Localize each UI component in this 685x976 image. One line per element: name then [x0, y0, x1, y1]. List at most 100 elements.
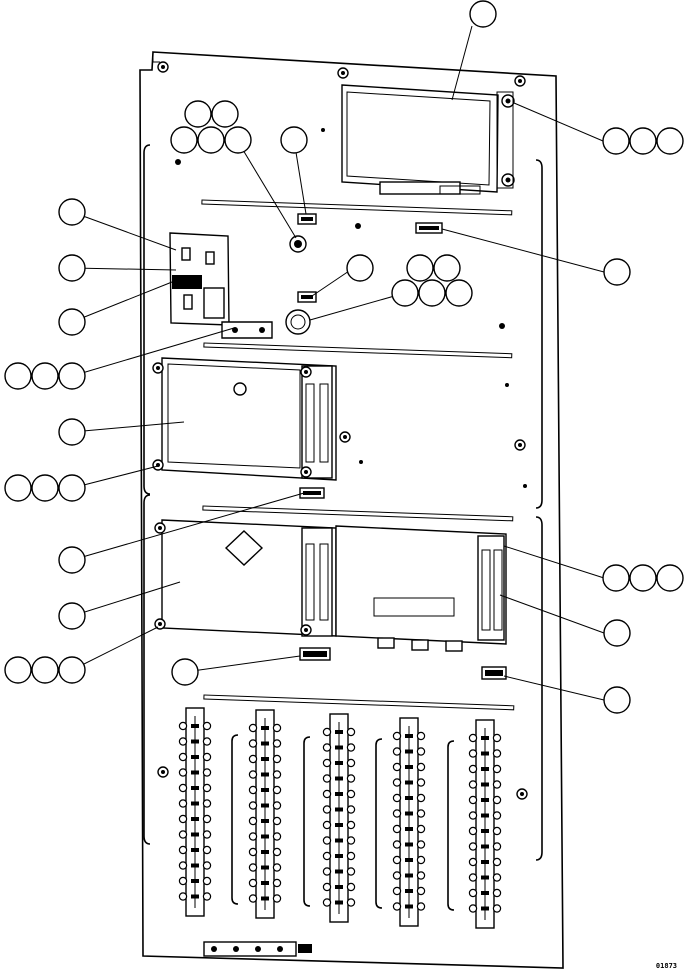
terminal-screw: [178, 768, 188, 777]
terminal-screw: [392, 855, 402, 865]
terminal-screw: [248, 847, 258, 857]
circuit-card-lower-left: [154, 519, 337, 637]
terminal-screw: [272, 723, 282, 733]
terminal-tab: [335, 730, 343, 734]
terminal-screw: [202, 799, 212, 808]
terminal-screw: [468, 873, 478, 882]
terminal-tab: [405, 765, 413, 769]
terminal-tab: [405, 827, 413, 831]
terminal-tab: [481, 813, 489, 818]
terminal-screw: [492, 811, 502, 820]
terminal-screw: [202, 892, 212, 901]
terminal-screw: [248, 723, 258, 733]
terminal-screw: [272, 878, 282, 888]
terminal-screw: [392, 840, 402, 849]
terminal-screw: [346, 836, 356, 845]
terminal-tab: [481, 736, 489, 740]
terminal-screw: [178, 892, 188, 901]
terminal-screw: [392, 747, 402, 756]
terminal-tab: [405, 858, 413, 862]
terminal-tab: [405, 811, 413, 816]
power-supply-module: [341, 84, 515, 195]
terminal-screw: [202, 814, 212, 824]
terminal-tab: [261, 819, 269, 823]
terminal-tab: [261, 803, 269, 808]
terminal-tab: [481, 798, 489, 802]
terminal-screw: [346, 805, 356, 814]
terminal-screw: [346, 727, 356, 737]
terminal-tab: [191, 863, 199, 868]
terminal-screw: [178, 845, 188, 855]
terminal-screw: [248, 816, 258, 826]
terminal-screw: [202, 721, 212, 731]
terminal-screw: [492, 888, 502, 898]
terminal-tab: [261, 881, 269, 885]
terminal-tab: [481, 906, 489, 911]
terminal-screw: [346, 851, 356, 861]
terminal-tab: [335, 776, 343, 781]
terminal-tab: [405, 842, 413, 847]
terminal-screw: [416, 731, 426, 741]
terminal-tab: [335, 823, 343, 827]
figure-id-label: 01873: [655, 962, 677, 970]
terminal-tab: [405, 904, 413, 909]
terminal-screw: [346, 743, 356, 752]
terminal-screw: [178, 861, 188, 870]
terminal-tab: [191, 894, 199, 899]
terminal-screw: [468, 811, 478, 820]
rotary-knobs: [285, 235, 311, 335]
terminal-tab: [191, 770, 199, 775]
terminal-screw: [468, 780, 478, 789]
connector-tags: [297, 213, 507, 680]
circuit-card-lower-right: [335, 525, 507, 652]
callout-bubbles: [4, 0, 684, 714]
terminal-screw: [202, 783, 212, 793]
terminal-screw: [322, 898, 332, 907]
terminal-screws: [178, 721, 502, 913]
terminal-tab: [335, 885, 343, 889]
terminal-screw: [272, 754, 282, 764]
terminal-screw: [392, 902, 402, 911]
terminal-screw: [248, 832, 258, 841]
terminal-screw: [202, 830, 212, 839]
terminal-tab: [405, 889, 413, 893]
terminal-screw: [178, 799, 188, 808]
terminal-tab: [335, 807, 343, 812]
terminal-screw: [468, 733, 478, 743]
terminal-screw: [346, 882, 356, 892]
terminal-screw: [202, 845, 212, 855]
terminal-tab: [335, 792, 343, 796]
terminal-tab: [405, 873, 413, 878]
terminal-tab: [481, 860, 489, 864]
terminal-tab: [191, 817, 199, 821]
terminal-screw: [346, 820, 356, 830]
terminal-screw: [468, 749, 478, 758]
terminal-screw: [248, 754, 258, 764]
terminal-screw: [392, 778, 402, 787]
terminal-screw: [272, 847, 282, 857]
terminal-screw: [492, 904, 502, 913]
terminal-tab: [481, 891, 489, 895]
terminal-screw: [346, 758, 356, 768]
terminal-screw: [322, 789, 332, 799]
terminal-screw: [272, 863, 282, 872]
terminal-tab: [481, 875, 489, 880]
terminal-tab: [191, 755, 199, 759]
terminal-screw: [392, 762, 402, 772]
terminal-screw: [346, 898, 356, 907]
terminal-block-4: [399, 717, 419, 927]
terminal-tab: [405, 796, 413, 800]
terminal-screw: [248, 878, 258, 888]
terminal-screw: [322, 867, 332, 876]
terminal-screw: [322, 774, 332, 783]
terminal-screw: [178, 814, 188, 824]
terminal-screw: [346, 774, 356, 783]
terminal-screw: [272, 894, 282, 903]
terminal-screw: [392, 731, 402, 741]
terminal-screw: [346, 789, 356, 799]
terminal-screw: [248, 739, 258, 748]
terminal-screw: [248, 770, 258, 779]
terminal-screw: [178, 752, 188, 762]
terminal-screw: [248, 801, 258, 810]
